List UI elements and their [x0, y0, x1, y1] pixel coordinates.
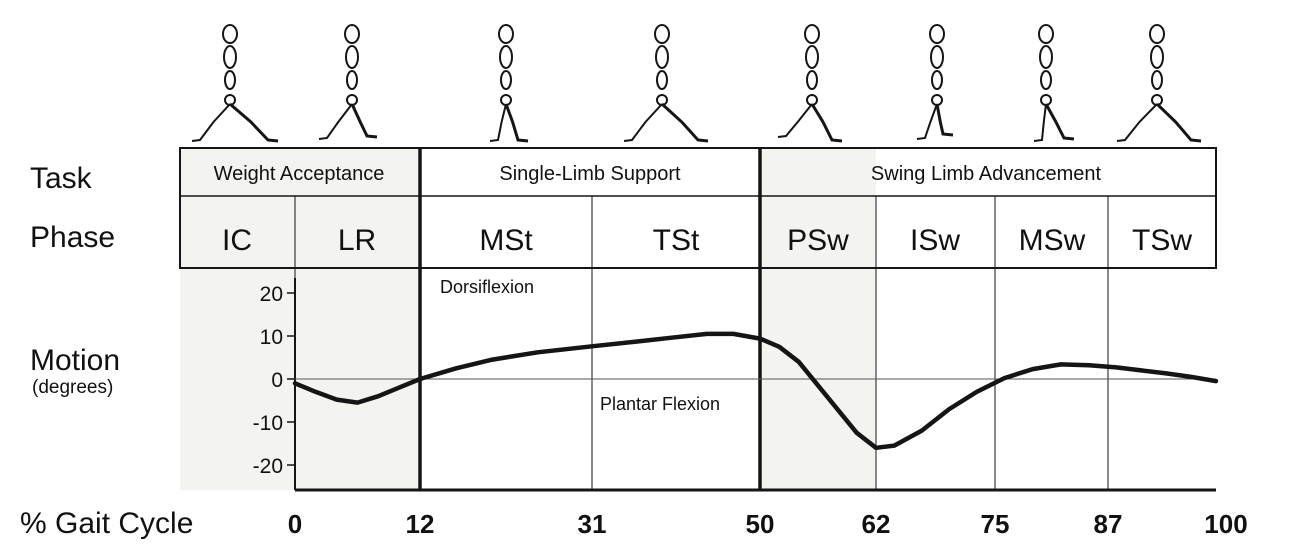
task-weight-acceptance: Weight Acceptance — [214, 163, 385, 185]
walking-figure-icon — [1033, 24, 1075, 142]
task-row-label: Task — [30, 162, 93, 195]
phase-tsw: TSw — [1132, 224, 1192, 257]
x-tick-label: 62 — [862, 509, 891, 539]
phase-ic: IC — [222, 224, 252, 257]
walking-figure-icon — [191, 24, 279, 143]
phase-lr: LR — [338, 224, 376, 257]
series-layer — [292, 331, 1219, 451]
phase-row-label: Phase — [30, 221, 115, 254]
x-tick-label: 0 — [288, 509, 302, 539]
phase-isw: ISw — [910, 224, 960, 257]
motion-axis-label: Motion — [30, 344, 120, 377]
x-tick-label: 50 — [746, 509, 775, 539]
walking-figure-icon — [489, 24, 529, 143]
x-tick-label: 100 — [1204, 509, 1247, 539]
walking-figure-icon — [623, 24, 709, 143]
x-tick-label: 87 — [1094, 509, 1123, 539]
plantar-flexion-label: Plantar Flexion — [600, 394, 720, 414]
phase-tst: TSt — [653, 224, 700, 257]
y-tick-label: 20 — [260, 283, 283, 306]
x-tick-label: 12 — [406, 509, 435, 539]
y-tick-label: 0 — [271, 369, 283, 392]
task-single-limb-support: Single-Limb Support — [499, 163, 681, 185]
x-tick-label: 75 — [981, 509, 1010, 539]
y-tick-label: -10 — [253, 412, 283, 435]
ankle-motion-line — [292, 331, 1219, 451]
dorsiflexion-label: Dorsiflexion — [440, 277, 534, 297]
y-tick-label: 10 — [260, 326, 283, 349]
task-swing-limb-advancement: Swing Limb Advancement — [871, 163, 1102, 185]
gait-figure-strip — [191, 24, 1202, 143]
walking-figure-icon — [916, 24, 954, 140]
x-axis: 0 12 31 50 62 75 87 100 — [288, 488, 1248, 539]
phase-msw: MSw — [1019, 224, 1086, 257]
phase-mst: MSt — [479, 224, 533, 257]
shade-weight-acceptance — [180, 148, 420, 490]
y-tick-label: -20 — [253, 455, 283, 478]
x-tick-label: 31 — [578, 509, 607, 539]
walking-figure-icon — [1116, 24, 1202, 143]
shade-pre-swing — [760, 148, 876, 490]
motion-unit-label: (degrees) — [32, 377, 113, 398]
gait-cycle-label: % Gait Cycle — [20, 507, 193, 540]
walking-figure-icon — [318, 24, 378, 140]
walking-figure-icon — [777, 24, 843, 143]
phase-psw: PSw — [787, 224, 849, 257]
